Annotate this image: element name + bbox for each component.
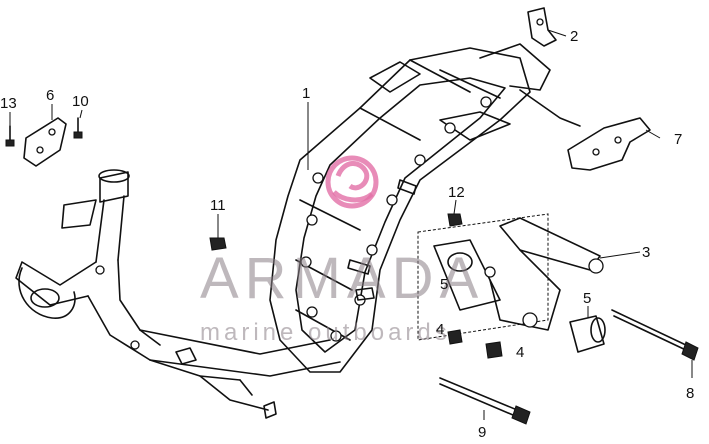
part-7-plate — [567, 117, 651, 171]
callout-8: 8 — [686, 385, 694, 402]
part-13-bolt — [5, 125, 15, 147]
callout-7: 7 — [674, 131, 682, 148]
part-9-bolt — [439, 377, 531, 425]
watermark-brand: ARMADA — [200, 246, 484, 311]
callout-12: 12 — [448, 184, 465, 201]
watermark: ARMADA marine outboards — [200, 155, 484, 346]
callout-2: 2 — [570, 28, 578, 45]
part-6-plate — [23, 117, 67, 167]
watermark-logo — [325, 155, 379, 209]
part-8-bolt — [611, 309, 699, 361]
part-11-nut — [209, 237, 227, 251]
part-12-nut — [447, 213, 463, 227]
callout-5b: 5 — [583, 290, 591, 307]
callout-4a: 4 — [436, 321, 444, 338]
main-frame — [269, 43, 581, 373]
part-4-nut — [447, 329, 503, 359]
callout-11: 11 — [210, 197, 226, 214]
callout-5a: 5 — [440, 276, 448, 293]
callout-1: 1 — [302, 85, 310, 102]
callout-10: 10 — [72, 93, 89, 110]
watermark-tagline: marine outboards — [200, 319, 451, 346]
callout-9: 9 — [478, 424, 486, 441]
leader-lines — [9, 29, 693, 420]
part-3-hanger — [417, 213, 606, 353]
callout-6: 6 — [46, 87, 54, 104]
part-10-bolt — [73, 117, 83, 139]
callout-4b: 4 — [516, 344, 524, 361]
callout-3: 3 — [642, 244, 650, 261]
front-frame-tubes — [15, 169, 341, 419]
callout-13: 13 — [0, 95, 17, 112]
part-2-bracket — [527, 7, 557, 47]
callouts: 1 2 3 4 4 5 5 6 7 8 9 10 11 12 13 — [0, 28, 694, 441]
